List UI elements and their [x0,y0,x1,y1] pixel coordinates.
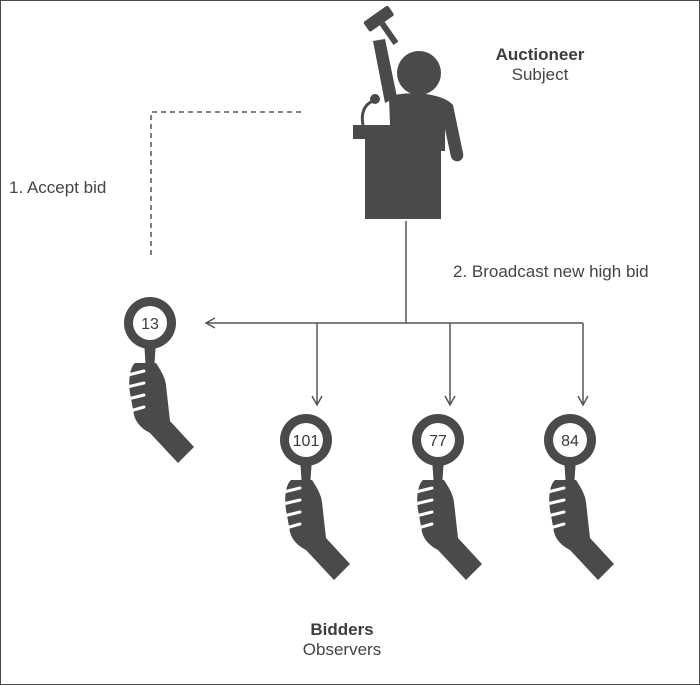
hand-raising-bid-paddle-icon [410,412,484,582]
step-accept-bid: 1. Accept bid [9,178,107,197]
auctioneer-icon [353,5,464,219]
accept-bid-connector [150,111,301,259]
bidder-number: 77 [429,433,447,450]
active-bidder-number: 13 [141,316,159,333]
bidders-label: Bidders Observers [277,620,407,660]
auctioneer-label: Auctioneer Subject [487,45,593,85]
bidder-number: 101 [293,433,320,450]
step-broadcast: 2. Broadcast new high bid [453,262,649,281]
auctioneer-title: Auctioneer [495,45,585,64]
bidder-101: 101 [278,412,352,582]
hand-raising-bid-paddle-icon [542,412,616,582]
auctioneer-role: Subject [511,65,569,84]
bidders-title: Bidders [310,620,374,639]
hand-raising-bid-paddle-icon [122,295,196,465]
bidders-role: Observers [302,640,382,659]
active-bidder: 13 [122,295,196,465]
bidder-77: 77 [410,412,484,582]
broadcast-connectors [204,221,589,407]
bidder-number: 84 [561,433,579,450]
bidder-84: 84 [542,412,616,582]
